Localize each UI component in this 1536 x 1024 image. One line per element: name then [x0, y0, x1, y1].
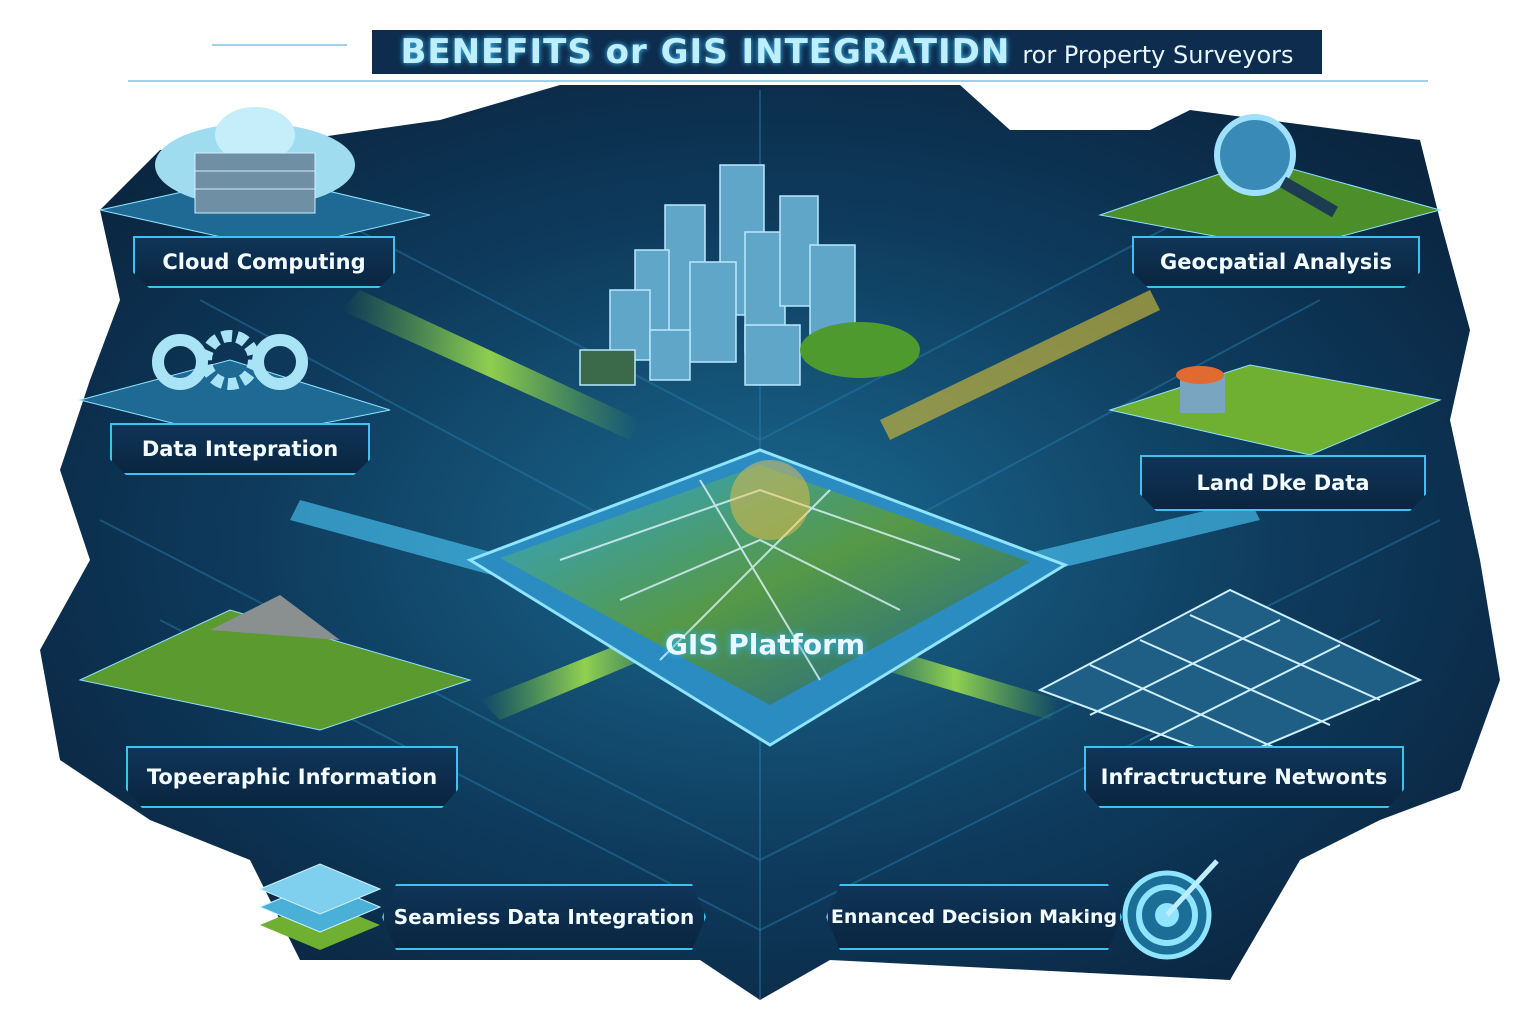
- title-rule-bottom: [128, 80, 1428, 82]
- layers-icon: [258, 863, 382, 950]
- node-geospatial-analysis: Geocpatial Analysis: [1132, 236, 1420, 288]
- gears-icon: [152, 330, 308, 390]
- title-rule-left: [212, 44, 347, 46]
- node-cloud-computing: Cloud Computing: [133, 236, 395, 288]
- terrain-illustration: [78, 595, 472, 731]
- title-banner: BENEFITS or GIS INTEGRATIDN ror Property…: [372, 30, 1322, 74]
- node-seamless-data-integration: Seamiess Data Integration: [382, 884, 706, 950]
- cloud-server-icon: [155, 107, 355, 214]
- gis-platform-label: GIS Platform: [664, 628, 866, 661]
- magnifier-globe-icon: [1214, 114, 1338, 218]
- infrastructure-grid-illustration: [1037, 588, 1423, 762]
- target-icon: [1122, 859, 1219, 960]
- land-use-illustration: [1108, 364, 1442, 456]
- node-infrastructure-networks: Infractructure Netwonts: [1084, 746, 1404, 808]
- node-enhanced-decision-making: Ennanced Decision Making: [826, 884, 1122, 950]
- node-land-use-data: Land Dke Data: [1140, 455, 1426, 511]
- gis-platform-base: [466, 448, 1069, 747]
- node-data-integration: Data Intepration: [110, 423, 370, 475]
- page-title: BENEFITS or GIS INTEGRATIDN: [400, 32, 1011, 72]
- node-topographic-information: Topeeraphic Information: [126, 746, 458, 808]
- page-subtitle: ror Property Surveyors: [1022, 41, 1294, 69]
- city-buildings: [579, 164, 920, 386]
